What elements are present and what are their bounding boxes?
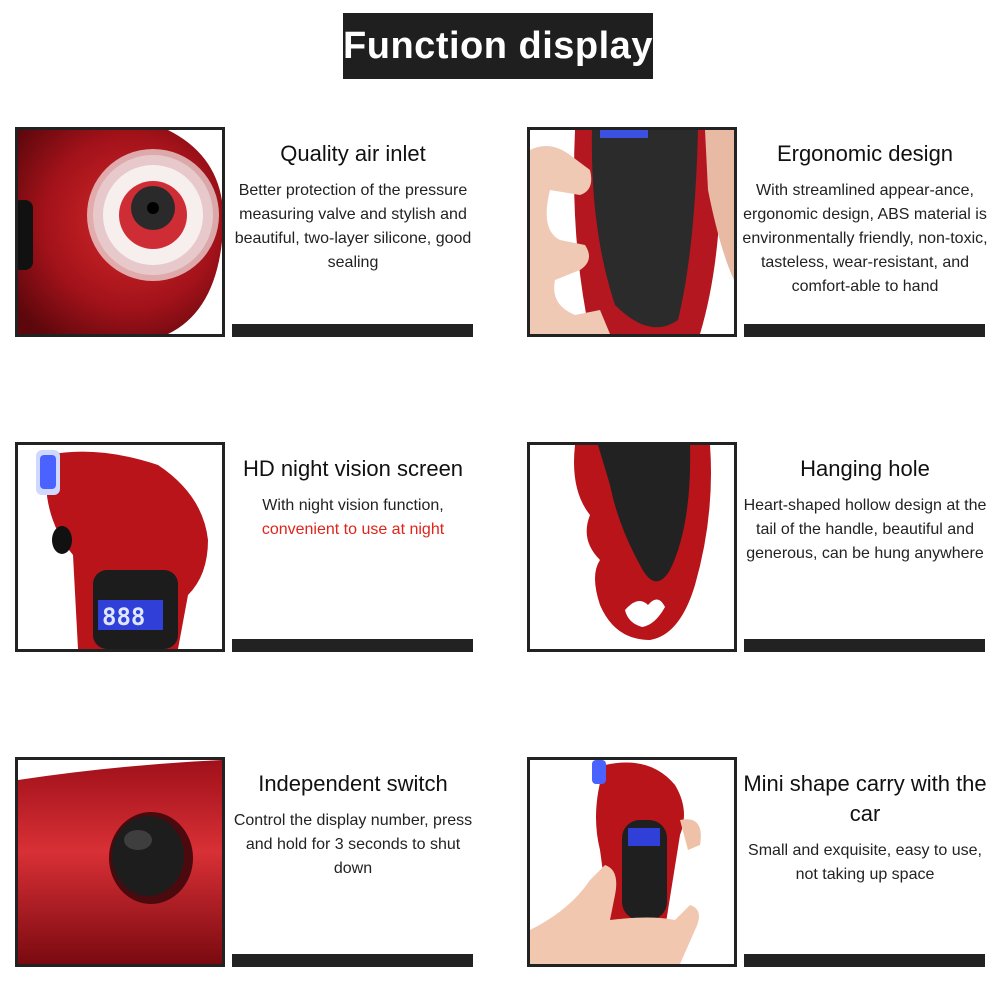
feature-night-vision: HD night vision screen With night vision… [228, 454, 478, 542]
feature-mini-shape: Mini shape carry with the car Small and … [740, 769, 990, 887]
feature-description: Control the display number, press and ho… [233, 812, 473, 877]
feature-description: With night vision function, [262, 497, 444, 514]
feature-switch: Independent switch Control the display n… [228, 769, 478, 881]
divider-bar [232, 639, 473, 652]
page-title: Function display [343, 13, 653, 79]
feature-heading: Independent switch [258, 771, 448, 796]
feature-description: With streamlined appear-ance, ergonomic … [742, 182, 988, 295]
divider-bar [744, 954, 985, 967]
feature-description: Small and exquisite, easy to use, not ta… [748, 842, 982, 883]
lcd-reading: 888 [102, 603, 145, 631]
hand-holding-gauge-image [527, 757, 737, 967]
feature-air-inlet: Quality air inlet Better protection of t… [228, 139, 478, 275]
feature-description: Heart-shaped hollow design at the tail o… [743, 497, 987, 562]
feature-heading: Hanging hole [800, 456, 930, 481]
feature-heading: Mini shape carry with the car [743, 771, 987, 826]
feature-hanging-hole: Hanging hole Heart-shaped hollow design … [740, 454, 990, 566]
power-button-image [15, 757, 225, 967]
divider-bar [232, 954, 473, 967]
air-inlet-image [15, 127, 225, 337]
divider-bar [744, 639, 985, 652]
feature-highlight: convenient to use at night [261, 521, 445, 538]
divider-bar [232, 324, 473, 337]
hanging-hole-image [527, 442, 737, 652]
lcd-screen-image: 888 [15, 442, 225, 652]
feature-heading: Quality air inlet [280, 141, 426, 166]
hand-held-gauge-image [527, 127, 737, 337]
feature-description: Better protection of the pressure measur… [234, 182, 472, 271]
feature-heading: HD night vision screen [242, 456, 464, 481]
feature-heading: Ergonomic design [776, 141, 954, 166]
divider-bar [744, 324, 985, 337]
feature-ergonomic: Ergonomic design With streamlined appear… [740, 139, 990, 299]
